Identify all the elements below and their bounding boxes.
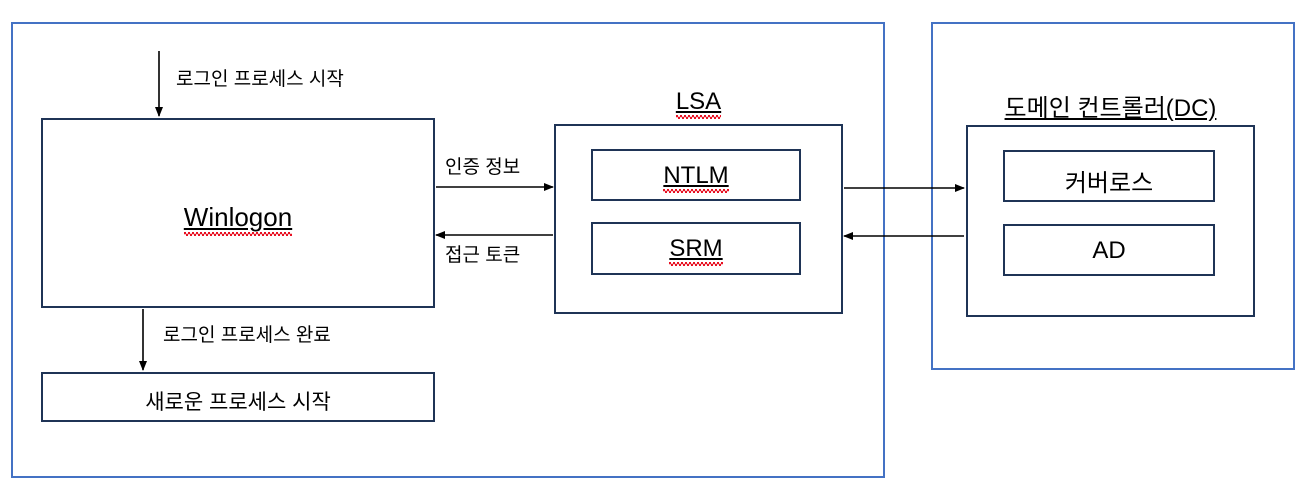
new-process-box: 새로운 프로세스 시작 — [41, 372, 435, 422]
login-start-label: 로그인 프로세스 시작 — [176, 64, 344, 91]
dc-caption: 도메인 컨트롤러(DC) — [966, 88, 1255, 123]
lsa-box: NTLM SRM — [554, 124, 843, 314]
auth-info-label: 인증 정보 — [445, 152, 520, 179]
ntlm-box: NTLM — [591, 149, 801, 201]
login-complete-label: 로그인 프로세스 완료 — [163, 320, 331, 347]
ad-box: AD — [1003, 224, 1215, 276]
srm-text: SRM — [669, 235, 724, 266]
ntlm-text: NTLM — [663, 162, 730, 193]
srm-box: SRM — [591, 222, 801, 275]
dc-inner-box: 커버로스 AD — [966, 125, 1255, 317]
kerberos-text: 커버로스 — [1064, 170, 1154, 197]
login-start-text: 로그인 프로세스 시작 — [176, 69, 344, 90]
winlogon-box-label: Winlogon — [43, 202, 433, 236]
new-process-box-label: 새로운 프로세스 시작 — [43, 386, 433, 416]
dc-text: 도메인 컨트롤러(DC) — [1004, 95, 1217, 122]
client-panel — [11, 22, 885, 478]
auth-info-text: 인증 정보 — [445, 157, 521, 178]
ad-box-label: AD — [1005, 237, 1213, 265]
login-complete-text: 로그인 프로세스 완료 — [163, 325, 331, 346]
winlogon-text: Winlogon — [183, 202, 293, 236]
kerberos-box-label: 커버로스 — [1005, 163, 1213, 198]
access-token-label: 접근 토큰 — [445, 240, 520, 267]
ad-text: AD — [1092, 237, 1126, 264]
lsa-caption: LSA — [554, 88, 843, 119]
ntlm-box-label: NTLM — [593, 162, 799, 193]
new-process-text: 새로운 프로세스 시작 — [145, 391, 331, 414]
srm-box-label: SRM — [593, 235, 799, 266]
lsa-text: LSA — [675, 88, 722, 119]
kerberos-box: 커버로스 — [1003, 150, 1215, 202]
domain-controller-panel — [931, 22, 1295, 370]
access-token-text: 접근 토큰 — [445, 245, 521, 266]
winlogon-box: Winlogon — [41, 118, 435, 308]
